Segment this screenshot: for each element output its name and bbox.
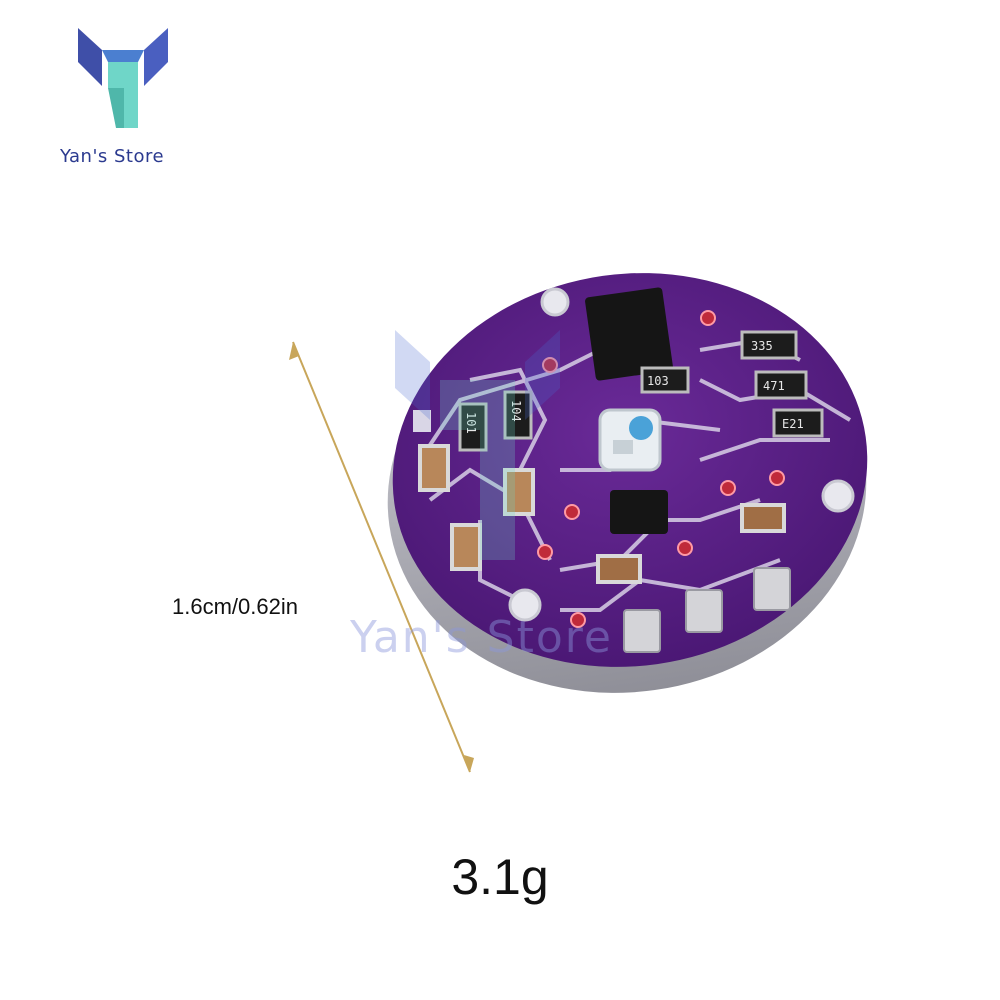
marking-103: 103 — [647, 374, 669, 388]
store-logo — [78, 28, 168, 128]
logo-top-bar — [102, 50, 144, 62]
logo-left-arm — [78, 28, 102, 86]
marking-101: 101 — [464, 412, 478, 434]
solder-pads — [623, 567, 791, 653]
optical-sensor — [598, 408, 662, 472]
watermark-text: Yan's Store — [350, 612, 613, 663]
pcb-ic-chips — [585, 287, 673, 534]
smd-capacitors — [418, 444, 786, 584]
pcb-vias — [537, 310, 785, 628]
dimension-label: 1.6cm/0.62in — [172, 594, 298, 619]
dimension-arrow — [289, 341, 474, 773]
logo-right-arm — [144, 28, 168, 86]
smd-resistors: 335 103 471 E21 104 101 — [458, 330, 824, 452]
logo-stem-shade — [108, 88, 124, 128]
marking-335: 335 — [751, 339, 773, 353]
watermark-logo — [395, 330, 560, 560]
marking-471: 471 — [763, 379, 785, 393]
store-name: Yan's Store — [60, 146, 165, 167]
marking-e21: E21 — [782, 417, 804, 431]
mounting-holes — [413, 287, 855, 622]
logo-stem — [108, 62, 138, 128]
weight-label: 3.1g — [451, 849, 549, 905]
marking-104: 104 — [509, 400, 523, 422]
